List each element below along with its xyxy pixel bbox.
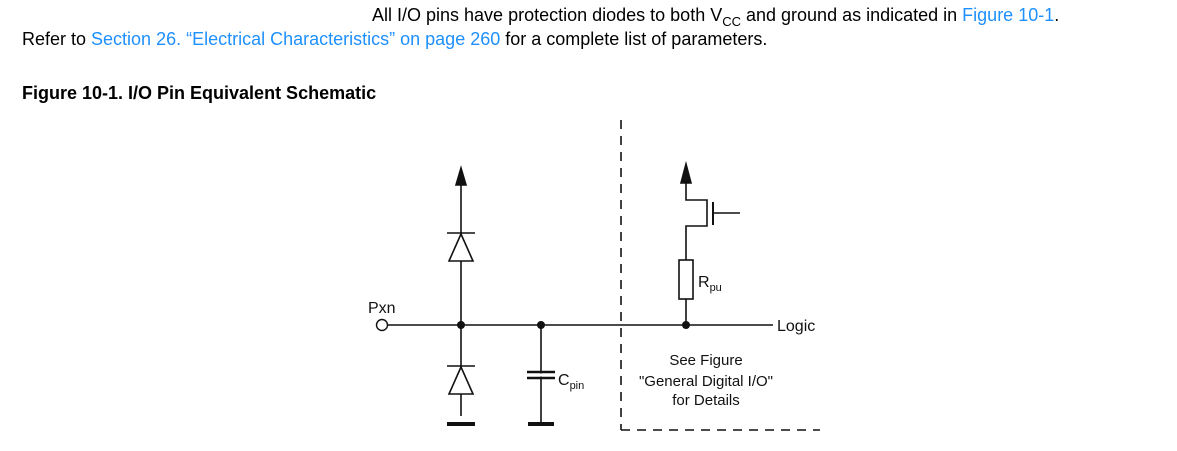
figure-link[interactable]: Figure 10-1: [962, 5, 1055, 25]
paragraph-text: for a complete list of parameters.: [500, 29, 768, 49]
note-line-3: for Details: [672, 392, 740, 409]
junction-dot: [457, 321, 465, 329]
junction-dot: [682, 321, 690, 329]
pullup-resistor-icon: [678, 259, 694, 300]
resistor-label: Rpu: [698, 274, 722, 294]
paragraph-text: and ground as indicated in: [741, 5, 963, 25]
pullup-transistor-channel: [685, 180, 708, 260]
paragraph-line-1: All I/O pins have protection diodes to b…: [372, 4, 1059, 33]
upper-diode-icon: [447, 232, 475, 262]
vcc-arrow-icon: [454, 165, 468, 186]
paragraph-text: Refer to: [22, 29, 92, 49]
logic-label: Logic: [777, 318, 815, 335]
capacitor-label: Cpin: [558, 372, 584, 392]
section-link[interactable]: Section 26. “Electrical Characteristics”…: [91, 29, 501, 49]
paragraph-text: All I/O pins have protection diodes to b…: [372, 5, 723, 25]
paragraph-line-2: Refer to Section 26. “Electrical Charact…: [22, 28, 767, 50]
pin-terminal-icon: [375, 318, 389, 332]
vcc-subscript: CC: [722, 14, 741, 29]
pin-label: Pxn: [368, 300, 396, 317]
capacitor-gap: [538, 373, 544, 377]
figure-caption: Figure 10-1. I/O Pin Equivalent Schemati…: [22, 83, 377, 103]
junction-dot: [537, 321, 545, 329]
note-line-2: "General Digital I/O": [639, 373, 773, 390]
lower-diode-icon: [447, 365, 475, 395]
pullup-vcc-arrow-icon: [679, 160, 693, 184]
note-line-1: See Figure: [669, 352, 742, 369]
paragraph-text: .: [1054, 5, 1060, 25]
